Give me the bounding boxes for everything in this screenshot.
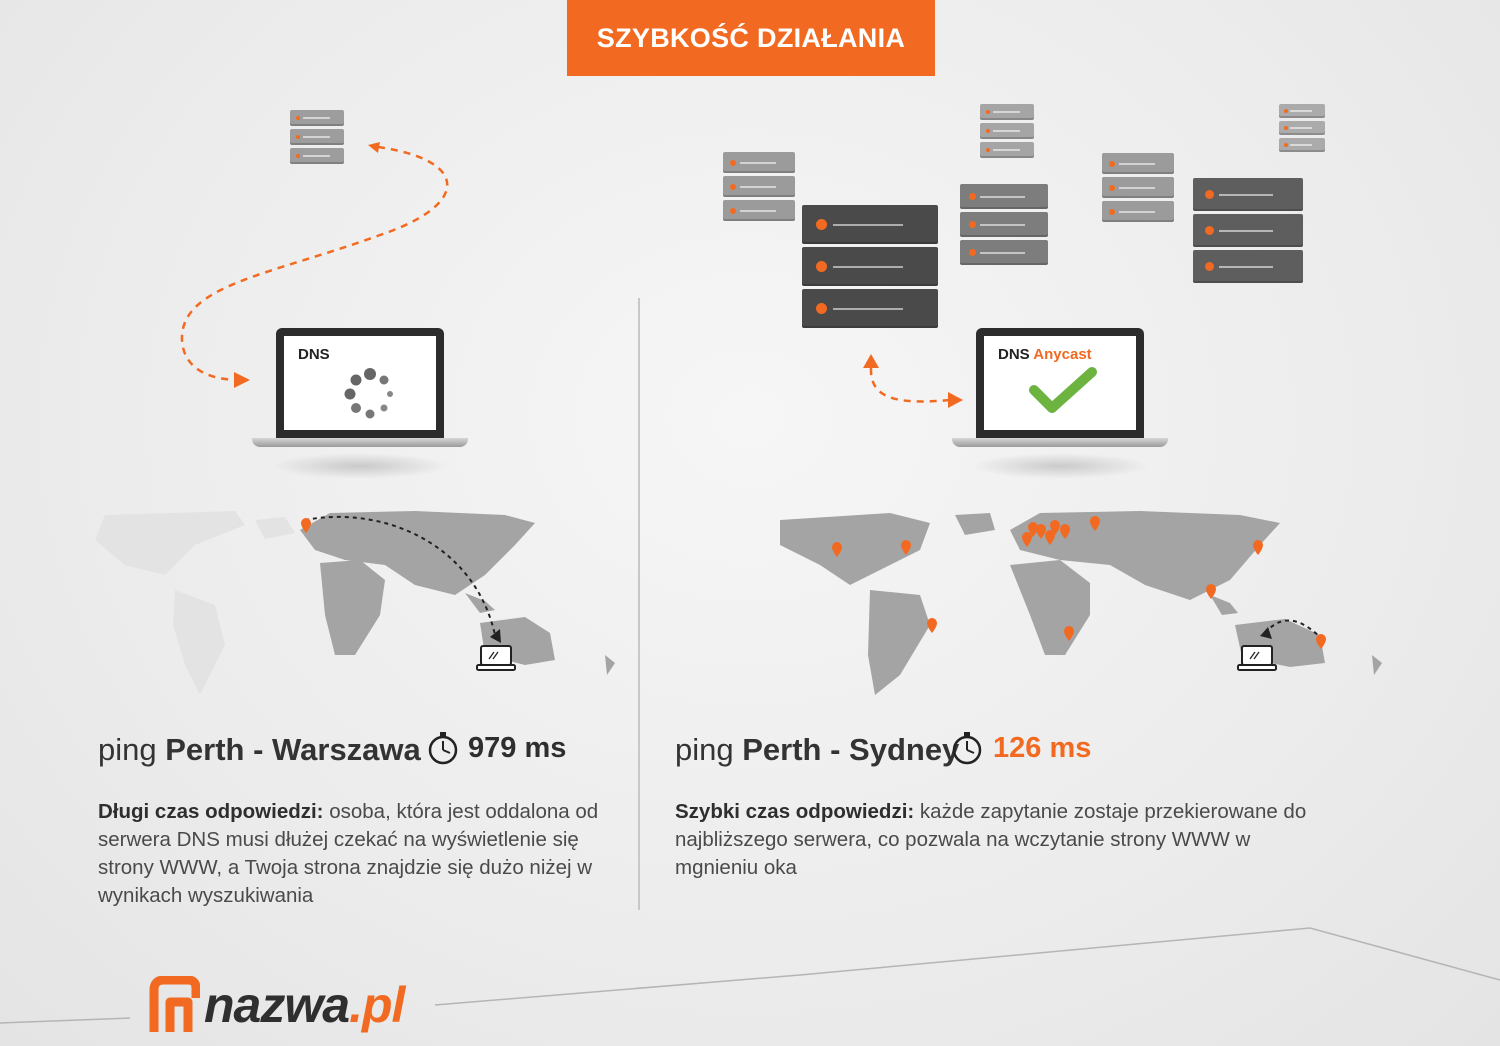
- server-drive-slot: [1290, 127, 1312, 129]
- stopwatch-icon: [952, 732, 982, 765]
- server-led-indicator: [986, 110, 990, 114]
- server-drive-slot: [833, 307, 903, 310]
- description-right: Szybki czas odpowiedzi: każde zapytanie …: [675, 800, 1307, 879]
- server-drive-slot: [833, 265, 903, 268]
- section-divider: [638, 298, 640, 910]
- server-icon: [723, 152, 795, 221]
- server-led-indicator: [1205, 262, 1214, 271]
- description-left: Długi czas odpowiedzi: osoba, która jest…: [98, 800, 599, 907]
- dns-anycast-label: DNS Anycast: [998, 346, 1092, 363]
- server-drive-slot: [1219, 265, 1273, 268]
- server-drive-slot: [303, 117, 330, 119]
- server-led-indicator: [296, 135, 300, 139]
- server-icon: [1193, 178, 1303, 283]
- remote-server-icon: [290, 110, 344, 164]
- server-drive-slot: [740, 185, 776, 188]
- server-led-indicator: [969, 193, 976, 200]
- server-led-indicator: [730, 183, 736, 190]
- server-led-indicator: [816, 261, 827, 272]
- world-map-left: [95, 511, 615, 695]
- server-led-indicator: [1109, 184, 1115, 191]
- server-led-indicator: [1284, 143, 1288, 147]
- server-led-indicator: [986, 148, 990, 152]
- server-led-indicator: [296, 154, 300, 158]
- server-drive-slot: [980, 251, 1025, 254]
- request-path-arrow: [180, 142, 449, 388]
- bottom-decoration-line: [0, 927, 1500, 1024]
- loading-spinner-icon: [344, 368, 393, 419]
- server-led-indicator: [1284, 126, 1288, 130]
- server-drive-slot: [980, 223, 1025, 226]
- ping-label-right: ping Perth - Sydney: [675, 732, 960, 767]
- world-map-right: [780, 511, 1382, 695]
- location-pin-icon: [832, 516, 1326, 649]
- server-icon: [960, 184, 1048, 265]
- ping-label-left: ping Perth - Warszawa: [98, 732, 421, 767]
- server-icon: [1102, 153, 1174, 222]
- brand-logo: nazwa.pl: [148, 974, 405, 1036]
- server-led-indicator: [1205, 190, 1214, 199]
- server-led-indicator: [969, 249, 976, 256]
- ping-value-right: 126 ms: [993, 732, 1092, 764]
- server-drive-slot: [1119, 162, 1155, 165]
- laptop-icon: [476, 645, 516, 671]
- laptop-dns-anycast: DNS Anycast: [950, 328, 1170, 488]
- checkmark-icon: [1029, 367, 1097, 413]
- server-led-indicator: [816, 219, 827, 230]
- server-drive-slot: [1119, 186, 1155, 189]
- server-icon: [1279, 104, 1325, 152]
- server-led-indicator: [730, 207, 736, 214]
- server-led-indicator: [1284, 109, 1288, 113]
- server-drive-slot: [1290, 144, 1312, 146]
- server-drive-slot: [1290, 110, 1312, 112]
- server-drive-slot: [303, 155, 330, 157]
- server-led-indicator: [1109, 208, 1115, 215]
- server-led-indicator: [1205, 226, 1214, 235]
- laptop-icon: [1237, 645, 1277, 671]
- server-drive-slot: [303, 136, 330, 138]
- server-icon: [980, 104, 1034, 158]
- server-drive-slot: [833, 223, 903, 226]
- server-drive-slot: [980, 195, 1025, 198]
- server-drive-slot: [740, 161, 776, 164]
- server-drive-slot: [1219, 229, 1273, 232]
- location-pin-icon: [301, 518, 311, 533]
- anycast-path-arrow: [863, 354, 963, 408]
- server-led-indicator: [986, 129, 990, 133]
- server-drive-slot: [993, 111, 1020, 113]
- stopwatch-icon: [428, 732, 458, 765]
- laptop-dns: DNS: [250, 328, 470, 488]
- server-drive-slot: [740, 209, 776, 212]
- ping-value-left: 979 ms: [468, 732, 567, 764]
- page-title: SZYBKOŚĆ DZIAŁANIA: [567, 0, 935, 76]
- server-led-indicator: [296, 116, 300, 120]
- server-led-indicator: [1109, 160, 1115, 167]
- server-led-indicator: [730, 159, 736, 166]
- server-drive-slot: [1219, 193, 1273, 196]
- server-led-indicator: [969, 221, 976, 228]
- server-drive-slot: [993, 149, 1020, 151]
- logo-mark-icon: [149, 976, 200, 1032]
- nearest-server-icon: [802, 205, 938, 328]
- dns-label: DNS: [298, 346, 330, 363]
- server-drive-slot: [1119, 210, 1155, 213]
- server-drive-slot: [993, 130, 1020, 132]
- server-led-indicator: [816, 303, 827, 314]
